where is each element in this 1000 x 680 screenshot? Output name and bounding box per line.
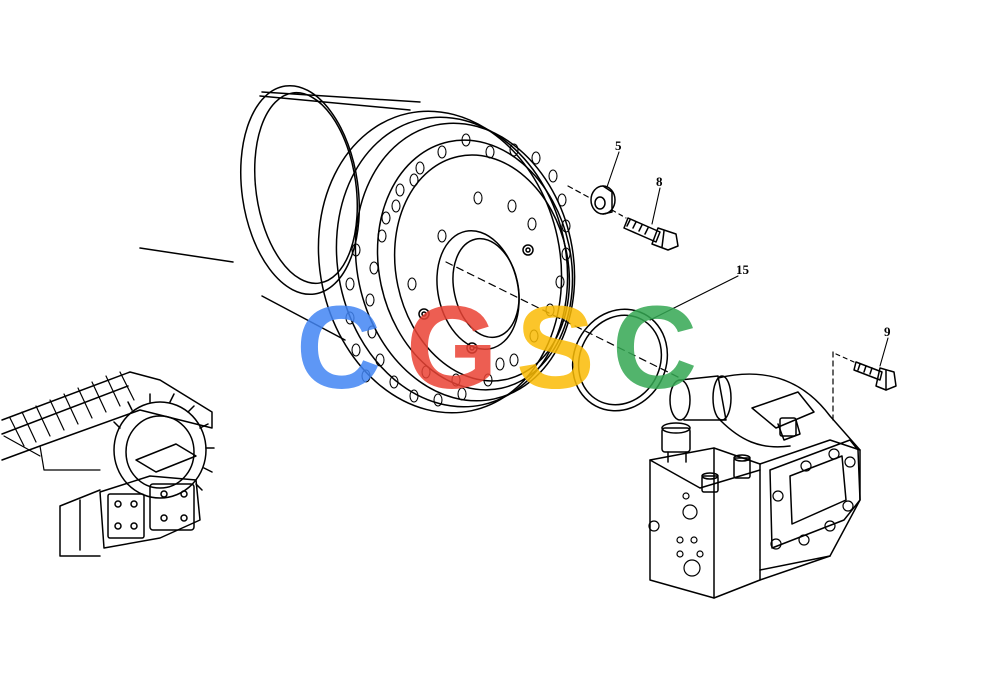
callout-8: 8 <box>656 174 663 189</box>
watermark-letter-3: S <box>516 282 595 414</box>
callout-8-leader <box>651 187 661 225</box>
callout-15-leader <box>649 275 739 321</box>
bolt-part-9 <box>853 361 897 391</box>
callout-5: 5 <box>615 138 622 153</box>
callout-15: 15 <box>736 262 750 277</box>
watermark-letter-1: C <box>296 282 381 414</box>
bolt-part-8 <box>623 217 679 251</box>
watermark: C G S C <box>296 282 697 414</box>
washer-part <box>590 185 616 215</box>
callout-9-leader <box>879 337 889 367</box>
assembly-centerline <box>445 261 681 379</box>
callout-5-leader <box>606 151 620 188</box>
hydraulic-travel-motor <box>648 373 861 599</box>
track-location-inset <box>1 371 215 557</box>
housing-leader-line <box>139 247 234 263</box>
final-drive-housing <box>139 84 576 414</box>
watermark-letter-2: G <box>406 282 498 414</box>
o-ring-seal <box>571 308 669 412</box>
watermark-letter-4: C <box>612 282 697 414</box>
callout-9: 9 <box>884 324 891 339</box>
